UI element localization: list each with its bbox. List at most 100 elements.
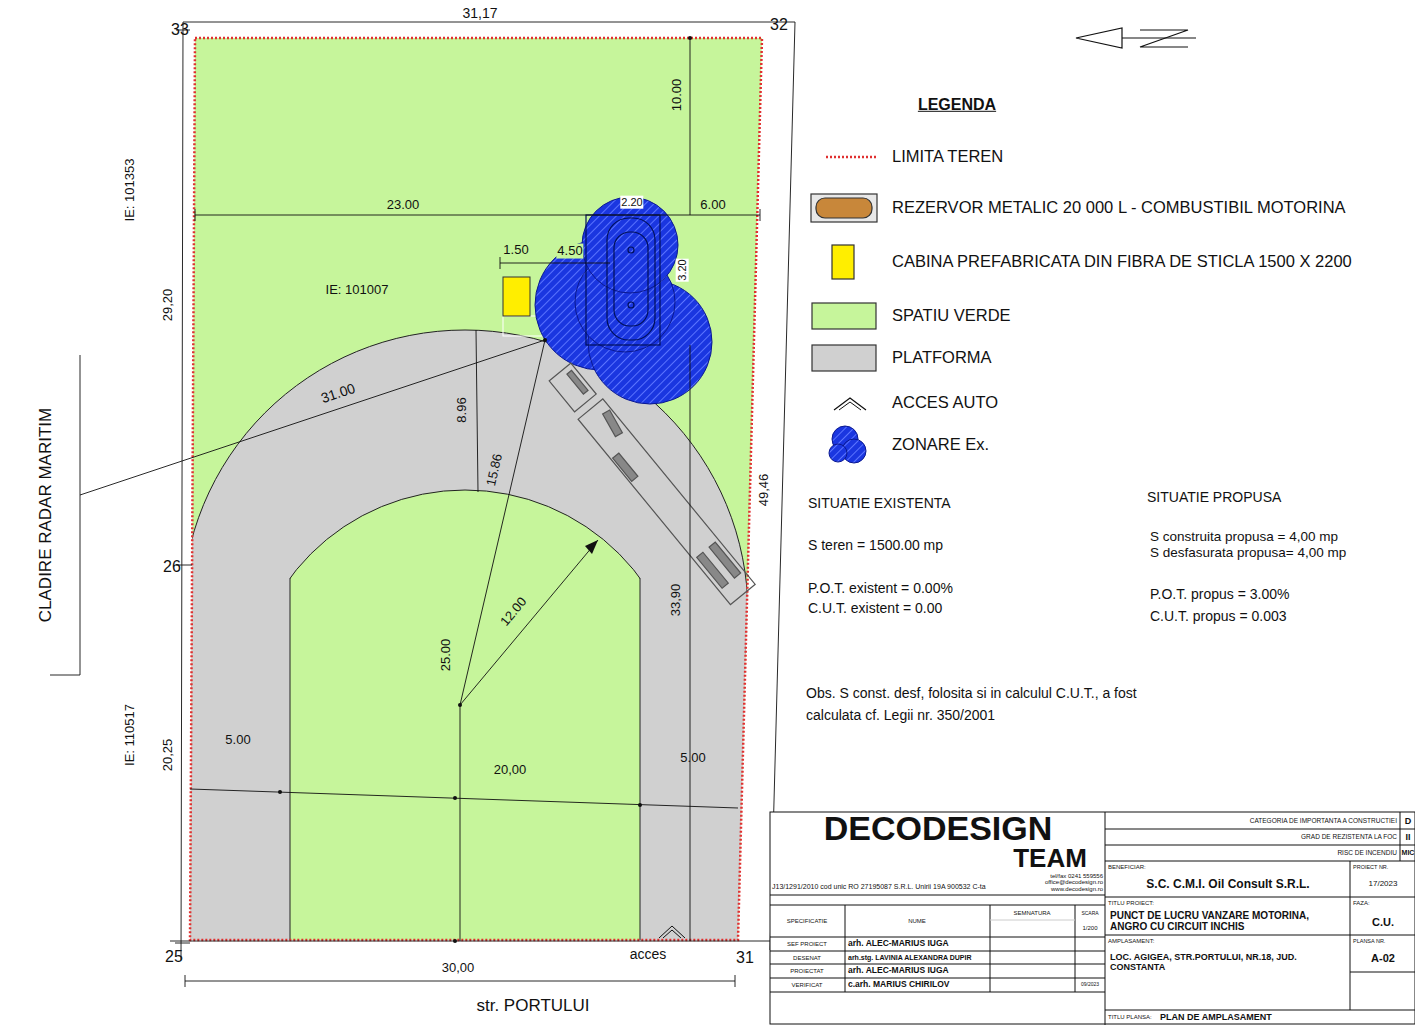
dimension-lines [50,22,795,987]
table-cell: 17/2023 [1369,879,1398,888]
legend-swatch [812,345,876,371]
logo-text: DECODESIGN [824,811,1053,845]
table-cell: PUNCT DE LUCRU VANZARE MOTORINA, ANGRO C… [1110,910,1346,932]
dimension-ticks [278,36,692,943]
dimension-label: 25.00 [439,639,454,672]
parcel-id: IE: 110517 [123,704,138,766]
legend-title: LEGENDA [918,96,996,114]
dimension-label: 3.20 [676,258,689,281]
dimension-label: 23.00 [387,198,420,213]
area-value: P.O.T. propus = 3.00% [1150,586,1289,602]
registration-text: J13/1291/2010 cod unic RO 27195087 S.R.L… [772,883,986,891]
dimension-label: 33,90 [669,584,684,617]
area-value: C.U.T. propus = 0.003 [1150,608,1287,624]
note: Obs. S const. desf, folosita si in calcu… [806,683,1166,726]
table-cell: NUME [908,918,926,925]
dimension-label: 5.00 [225,733,250,748]
area-heading: SITUATIE PROPUSA [1147,489,1281,505]
table-cell: S.C. C.M.I. Oil Consult S.R.L. [1146,878,1309,892]
table-cell: 09/2023 [1081,982,1099,988]
legend-text: ZONARE Ex. [892,435,989,455]
corner-number: 32 [770,16,788,34]
legend-sample [811,194,877,222]
tanker-truck [548,362,756,605]
table-cell: SEF PROIECT [787,941,827,948]
table-cell: arh. ALEC-MARIUS IUGA [848,939,949,949]
dimension-label: 15.86 [484,452,506,487]
plot [150,38,800,953]
neighbour-label: CLADIRE RADAR MARITIM [36,408,56,622]
table-cell: FAZA: [1353,900,1370,907]
dimension-label: 8.96 [455,397,470,422]
arrow-head [585,540,598,554]
table-cell: RISC DE INCENDIU [1337,849,1397,856]
table-cell: SEMNATURA [1013,910,1050,917]
logo-text: TEAM [1013,845,1087,871]
legend-text: SPATIU VERDE [892,306,1011,326]
table-cell: SCARA [1081,911,1098,917]
ex-zone-sample [829,444,847,462]
fuel-tank [586,215,660,345]
parcel-id: IE: 101353 [123,159,138,222]
table-cell: II [1405,832,1410,842]
table-cell: BENEFICIAR: [1108,864,1146,871]
legend-swatch [832,245,854,279]
dimension-label: 10.00 [670,79,685,112]
street-label: str. PORTULUI [476,996,589,1016]
parcel-id: IE: 101007 [326,283,389,298]
legend-sample [812,345,876,371]
dimension-label: 29,20 [161,289,176,322]
table-cell: PROIECTAT [790,968,823,975]
table-cell: PLANSA NR. [1353,938,1385,944]
area-value: S teren = 1500.00 mp [808,537,943,553]
table-cell: TITLU PLANSA: [1108,1014,1152,1021]
table-cell: A-02 [1371,952,1395,965]
dimension-label: 49,46 [757,474,772,507]
legend-text: LIMITA TEREN [892,147,1003,167]
table-cell: TITLU PROIECT: [1108,900,1154,907]
corner-number: 26 [163,558,181,576]
corner-number: 31 [736,949,754,967]
dimension-label: 5.00 [680,751,705,766]
dimension-label: 20,25 [161,739,176,772]
table-cell: PLAN DE AMPLASAMENT [1160,1012,1272,1022]
area-value: C.U.T. existent = 0.00 [808,600,942,616]
dimension-label: 2.20 [620,196,643,209]
table-cell: DESENAT [793,955,821,962]
legend-text: CABINA PREFABRICATA DIN FIBRA DE STICLA … [892,252,1352,272]
legend-text: ACCES AUTO [892,393,998,413]
legend-text: PLATFORMA [892,348,992,368]
boundary-sample [826,156,876,159]
table-cell: arh. ALEC-MARIUS IUGA [848,966,949,976]
access-sample [834,398,866,410]
north-arrow [1076,28,1196,48]
table-cell: SPECIFICATIE [787,918,828,925]
area-value: P.O.T. existent = 0.00% [808,580,953,596]
table-cell: C.U. [1372,916,1394,929]
dimension-label: 1.50 [503,243,528,258]
title-block [770,812,1415,1025]
dimension-label: 20,00 [494,763,527,778]
table-cell: MIC [1402,849,1415,857]
dimension-label: 31,17 [462,5,497,21]
dimension-label: 6.00 [700,198,725,213]
area-heading: SITUATIE EXISTENTA [808,495,951,511]
table-cell: AMPLASAMENT: [1108,938,1154,945]
corner-number: 33 [171,21,189,39]
table-cell: c.arh. MARIUS CHIRILOV [848,980,950,990]
legend-sample [832,245,854,279]
ex-zone [535,197,712,404]
table-cell: 1/200 [1082,925,1097,932]
legend-sample [812,303,876,329]
legend-text: REZERVOR METALIC 20 000 L - COMBUSTIBIL … [892,198,1346,218]
table-cell: LOC. AGIGEA, STR.PORTULUI, NR.18, JUD. C… [1110,952,1346,973]
legend-swatch [812,303,876,329]
legend-sample [834,398,866,410]
access-label: acces [630,946,667,962]
area-value: S desfasurata propusa= 4,00 mp [1150,545,1346,561]
cabin [503,277,530,316]
table-cell: GRAD DE REZISTENTA LA FOC [1301,833,1397,840]
access-sample [839,402,861,410]
legend-sample [826,157,876,158]
